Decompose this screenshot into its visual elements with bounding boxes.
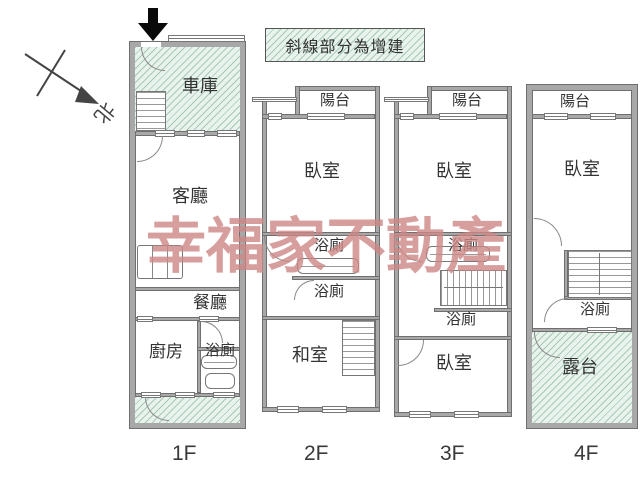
window — [587, 327, 617, 333]
entrance-opening — [141, 42, 161, 47]
wall — [394, 336, 512, 340]
wall — [135, 287, 240, 291]
wall — [532, 328, 632, 332]
floor-plan-2f: 陽台 臥室 浴廁 浴廁 和室 — [252, 86, 382, 431]
room-label-kitchen: 廚房 — [149, 342, 183, 361]
bathtub — [201, 355, 237, 369]
wall — [295, 86, 380, 91]
wall — [434, 308, 512, 312]
stairs-1f — [136, 91, 166, 131]
toilet — [205, 373, 235, 389]
floor-label-2f: 2F — [304, 442, 329, 465]
floor-label-1f: 1F — [172, 442, 197, 465]
room-label-garage: 車庫 — [182, 76, 218, 96]
north-arrowhead-icon — [75, 86, 99, 104]
bathtub — [426, 246, 490, 262]
stairs-2f — [342, 320, 375, 376]
wall — [262, 232, 380, 236]
wall — [292, 276, 380, 280]
window — [307, 113, 345, 120]
terrace-addition-hatch — [532, 332, 632, 423]
wall — [135, 317, 240, 321]
wall — [394, 412, 512, 417]
room-label-balcony-2f: 陽台 — [320, 93, 351, 109]
room-label-bathroom-lower-2f: 浴廁 — [314, 284, 345, 300]
window — [175, 392, 195, 398]
legend-box: 斜線部分為增建 — [265, 28, 425, 62]
hall-door-arc — [137, 136, 163, 162]
window — [187, 130, 205, 137]
legend-text: 斜線部分為增建 — [285, 39, 405, 56]
watermark-text: 幸福家不動產 — [146, 214, 506, 280]
window — [277, 406, 299, 413]
stairs-4f — [568, 250, 632, 298]
bathroom-door-arc — [544, 298, 568, 322]
window — [544, 113, 568, 120]
window — [217, 130, 237, 137]
room-label-bathroom-upper-2f: 浴廁 — [314, 238, 345, 254]
floor-label-3f: 3F — [440, 442, 465, 465]
wall — [197, 347, 240, 351]
window — [454, 411, 479, 418]
wall — [262, 316, 380, 320]
room-label-bedroom-2f: 臥室 — [304, 161, 340, 181]
room-label-dining-room: 餐廳 — [193, 293, 227, 312]
room-label-terrace: 露台 — [562, 357, 598, 377]
bathroom-door-arc — [201, 321, 223, 343]
window — [155, 130, 175, 137]
wall — [394, 232, 512, 236]
wall — [262, 407, 380, 412]
sofa — [137, 245, 183, 279]
window — [439, 113, 477, 120]
eave-window — [168, 35, 245, 42]
window — [137, 316, 153, 322]
bathtub — [297, 258, 359, 274]
floor-plan-3f: 陽台 臥室 浴廁 浴廁 臥室 — [384, 86, 514, 431]
window — [590, 113, 616, 120]
room-label-balcony-3f: 陽台 — [452, 93, 483, 109]
room-label-tatami-room: 和室 — [292, 345, 328, 365]
entrance-arrow-icon — [138, 8, 168, 41]
window — [213, 392, 235, 398]
window — [252, 97, 297, 102]
room-label-bedroom-front-3f: 臥室 — [436, 161, 472, 181]
room-label-bedroom-back-3f: 臥室 — [436, 353, 472, 373]
window — [199, 316, 219, 322]
wall — [507, 86, 512, 417]
stairs-3f — [440, 270, 507, 306]
room-label-bathroom-1f: 浴廁 — [205, 343, 236, 359]
window — [268, 113, 282, 120]
floor-plan-1f: 車庫 客廳 餐廳 廚房 浴廁 — [129, 41, 246, 429]
room-label-balcony-4f: 陽台 — [560, 94, 591, 110]
room-label-living-room: 客廳 — [172, 186, 208, 206]
north-compass: 北 — [24, 49, 120, 128]
floor-label-4f: 4F — [574, 442, 599, 465]
wall — [427, 86, 512, 91]
room-label-bedroom-4f: 臥室 — [564, 159, 600, 179]
window — [322, 406, 347, 413]
room-label-bathroom-4f: 浴廁 — [580, 302, 611, 318]
stair-divider — [444, 287, 503, 288]
floor-plan-4f: 陽台 臥室 浴廁 露台 — [526, 84, 638, 429]
stair-divider — [599, 253, 600, 295]
bedroom-door-arc — [534, 218, 562, 246]
room-label-bathroom-lower-3f: 浴廁 — [446, 312, 477, 328]
room-label-bathroom-upper-3f: 浴廁 — [448, 238, 479, 254]
window — [400, 113, 414, 120]
window — [409, 411, 431, 418]
bedroom-door-arc — [398, 340, 424, 366]
window — [384, 97, 429, 102]
wall — [532, 114, 632, 119]
